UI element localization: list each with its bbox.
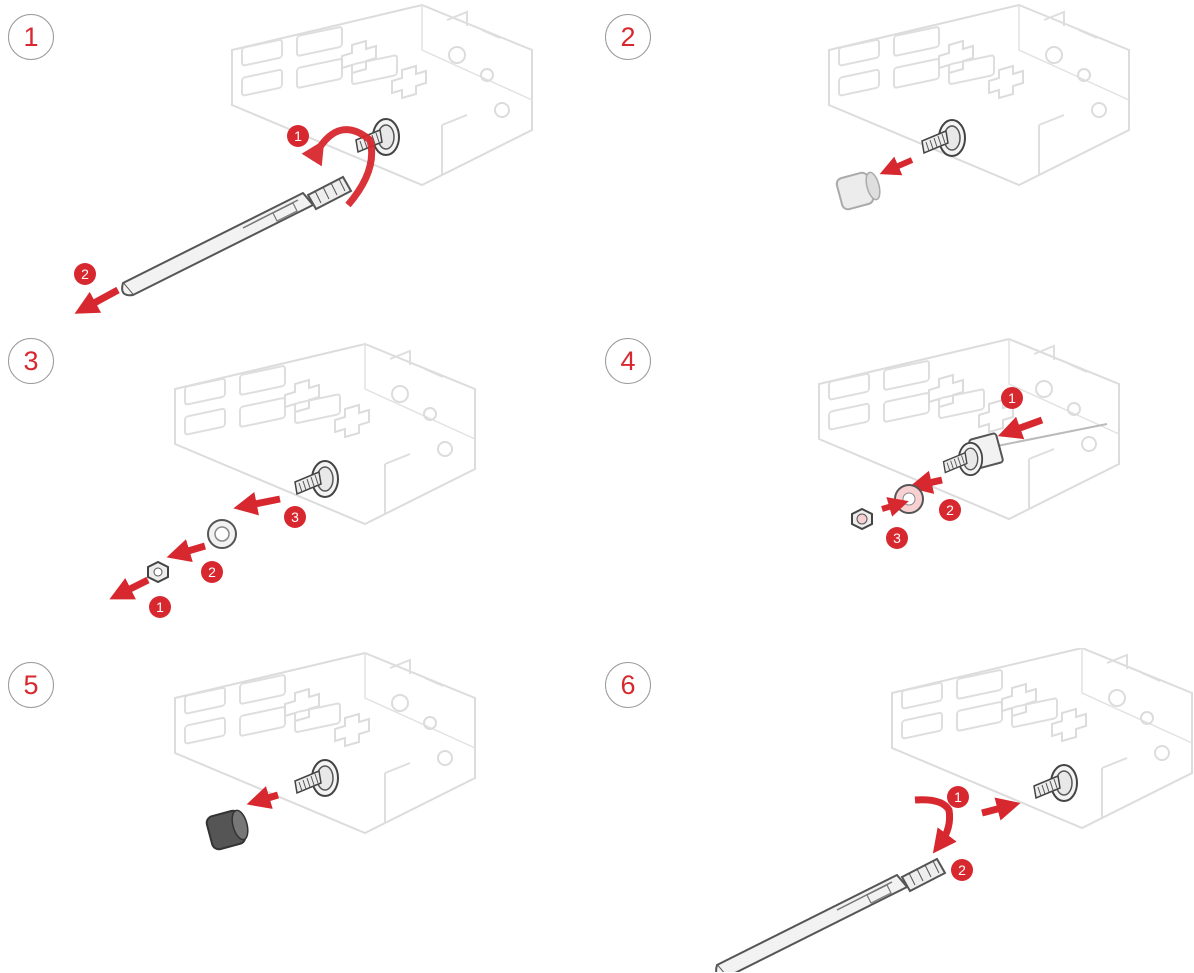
callout-3: 3 bbox=[284, 506, 306, 528]
callout-2: 2 bbox=[939, 499, 961, 521]
callout-1: 1 bbox=[1001, 387, 1023, 409]
step-6-panel: 1 2 6 bbox=[597, 648, 1194, 972]
step-2-panel: 2 bbox=[597, 0, 1194, 324]
step-3-panel: 1 2 3 3 bbox=[0, 324, 597, 648]
step-number-badge: 1 bbox=[8, 14, 54, 60]
step-number-badge: 6 bbox=[605, 662, 651, 708]
callout-3: 3 bbox=[886, 527, 908, 549]
step-5-illustration bbox=[0, 648, 597, 972]
svg-text:2: 2 bbox=[958, 862, 966, 878]
callout-1: 1 bbox=[947, 786, 969, 808]
callout-1: 1 bbox=[149, 596, 171, 618]
step-number-badge: 5 bbox=[8, 662, 54, 708]
svg-text:2: 2 bbox=[946, 502, 954, 518]
step-number-badge: 4 bbox=[605, 338, 651, 384]
step-1-panel: 1 2 1 bbox=[0, 0, 597, 324]
step-2-illustration bbox=[597, 0, 1194, 324]
step-4-panel: 1 2 3 4 bbox=[597, 324, 1194, 648]
svg-text:2: 2 bbox=[208, 564, 216, 580]
callout-2: 2 bbox=[951, 859, 973, 881]
svg-text:2: 2 bbox=[81, 266, 89, 282]
step-3-illustration: 1 2 3 bbox=[0, 324, 597, 648]
step-number-badge: 2 bbox=[605, 14, 651, 60]
callout-2: 2 bbox=[201, 561, 223, 583]
svg-text:1: 1 bbox=[954, 789, 962, 805]
step-4-illustration: 1 2 3 bbox=[597, 324, 1194, 648]
svg-text:1: 1 bbox=[1008, 390, 1016, 406]
step-6-illustration: 1 2 bbox=[597, 648, 1194, 972]
step-number-badge: 3 bbox=[8, 338, 54, 384]
svg-text:3: 3 bbox=[291, 509, 299, 525]
step-1-illustration: 1 2 bbox=[0, 0, 597, 324]
step-5-panel: 5 bbox=[0, 648, 597, 972]
svg-text:1: 1 bbox=[156, 599, 164, 615]
svg-text:3: 3 bbox=[893, 530, 901, 546]
callout-2: 2 bbox=[74, 263, 96, 285]
svg-text:1: 1 bbox=[294, 128, 302, 144]
callout-1: 1 bbox=[287, 125, 309, 147]
